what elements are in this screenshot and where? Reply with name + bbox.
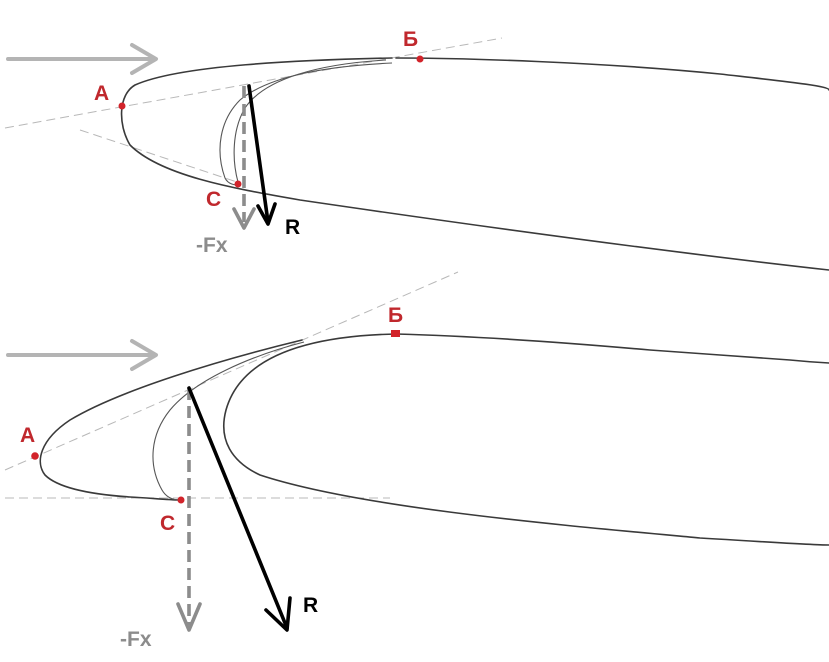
bottom-airfoil-outline bbox=[222, 333, 829, 546]
top-guide-line-lower bbox=[79, 129, 241, 184]
top-point-c bbox=[234, 180, 242, 188]
bottom-label-b: Б bbox=[388, 304, 403, 327]
bottom-fx-arrow bbox=[176, 388, 202, 632]
bottom-label-r: R bbox=[303, 594, 318, 617]
top-fx-arrow bbox=[232, 86, 256, 230]
bottom-airfoil-top bbox=[395, 333, 829, 364]
top-label-b: Б bbox=[403, 28, 418, 51]
bottom-guide-line-upper bbox=[4, 271, 459, 471]
top-airfoil-leading-edge bbox=[120, 57, 829, 271]
top-label-c: С bbox=[206, 188, 221, 211]
bottom-r-arrow bbox=[187, 386, 292, 632]
top-flow-arrow bbox=[6, 43, 158, 75]
top-point-b bbox=[416, 55, 424, 63]
top-slat-outline bbox=[219, 62, 393, 186]
bottom-label-fx: -Fx bbox=[120, 628, 152, 651]
top-guide-line-upper bbox=[4, 37, 503, 129]
top-label-a: А bbox=[94, 82, 109, 105]
bottom-point-c bbox=[177, 496, 185, 504]
bottom-slat-outline bbox=[39, 339, 303, 501]
top-point-a bbox=[118, 102, 126, 110]
bottom-slat-inner bbox=[152, 341, 305, 501]
bottom-label-a: А bbox=[20, 424, 35, 447]
top-figure: А Б С R -Fx bbox=[4, 28, 829, 271]
top-label-r: R bbox=[285, 216, 300, 239]
bottom-figure: А Б С R -Fx bbox=[4, 271, 829, 651]
bottom-point-a bbox=[31, 452, 39, 460]
top-r-arrow bbox=[247, 84, 277, 226]
top-label-fx: -Fx bbox=[196, 234, 228, 257]
bottom-label-c: С bbox=[160, 512, 175, 535]
bottom-flow-arrow bbox=[6, 339, 158, 371]
top-slat-inner bbox=[233, 59, 387, 183]
top-airfoil-outline bbox=[395, 57, 829, 91]
bottom-point-b bbox=[391, 330, 400, 337]
